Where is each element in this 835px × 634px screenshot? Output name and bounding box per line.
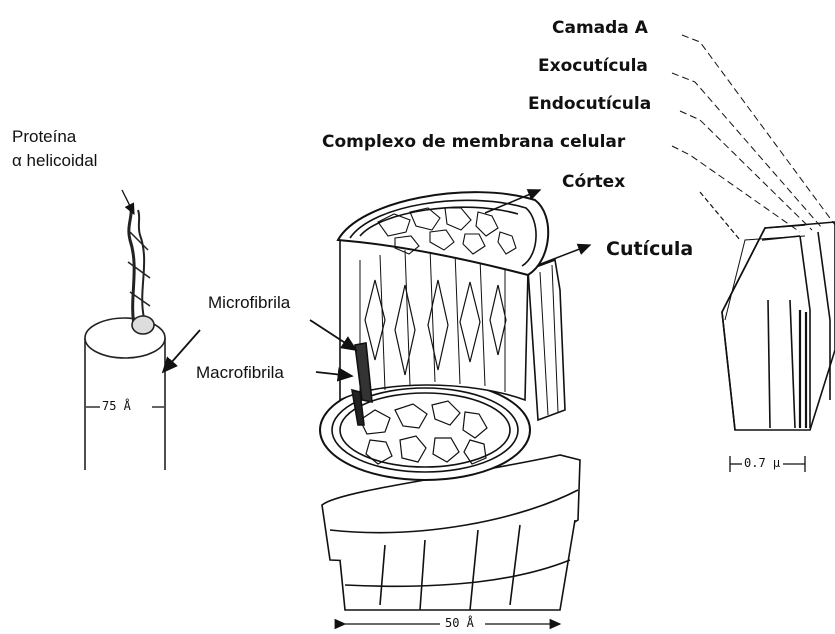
proteina-leader <box>122 190 134 214</box>
cortex-label: Córtex <box>562 174 625 191</box>
endocuticula-label: Endocutícula <box>528 96 651 113</box>
macrofibrila-label: Macrofibrila <box>196 364 284 381</box>
cuticle-block <box>722 222 835 430</box>
complexo-leader <box>700 192 740 240</box>
cuticula-label: Cutícula <box>606 240 693 259</box>
proteina-label-line1: Proteína <box>12 128 76 145</box>
protofibril-cylinder <box>85 205 165 470</box>
camada-a-label: Camada A <box>552 20 648 37</box>
proteina-label-line2: α helicoidal <box>12 152 97 169</box>
cylinder-leader <box>163 330 200 372</box>
cuticle-leaders <box>672 35 835 232</box>
dim-07-label: 0.7 μ <box>744 457 780 469</box>
dim-50-label: 50 Å <box>445 617 474 629</box>
fiber-block <box>320 192 580 610</box>
dim-75-label: 75 Å <box>102 400 131 412</box>
microfibrila-label: Microfibrila <box>208 294 290 311</box>
complexo-label: Complexo de membrana celular <box>322 134 625 151</box>
exocuticula-label: Exocutícula <box>538 58 648 75</box>
